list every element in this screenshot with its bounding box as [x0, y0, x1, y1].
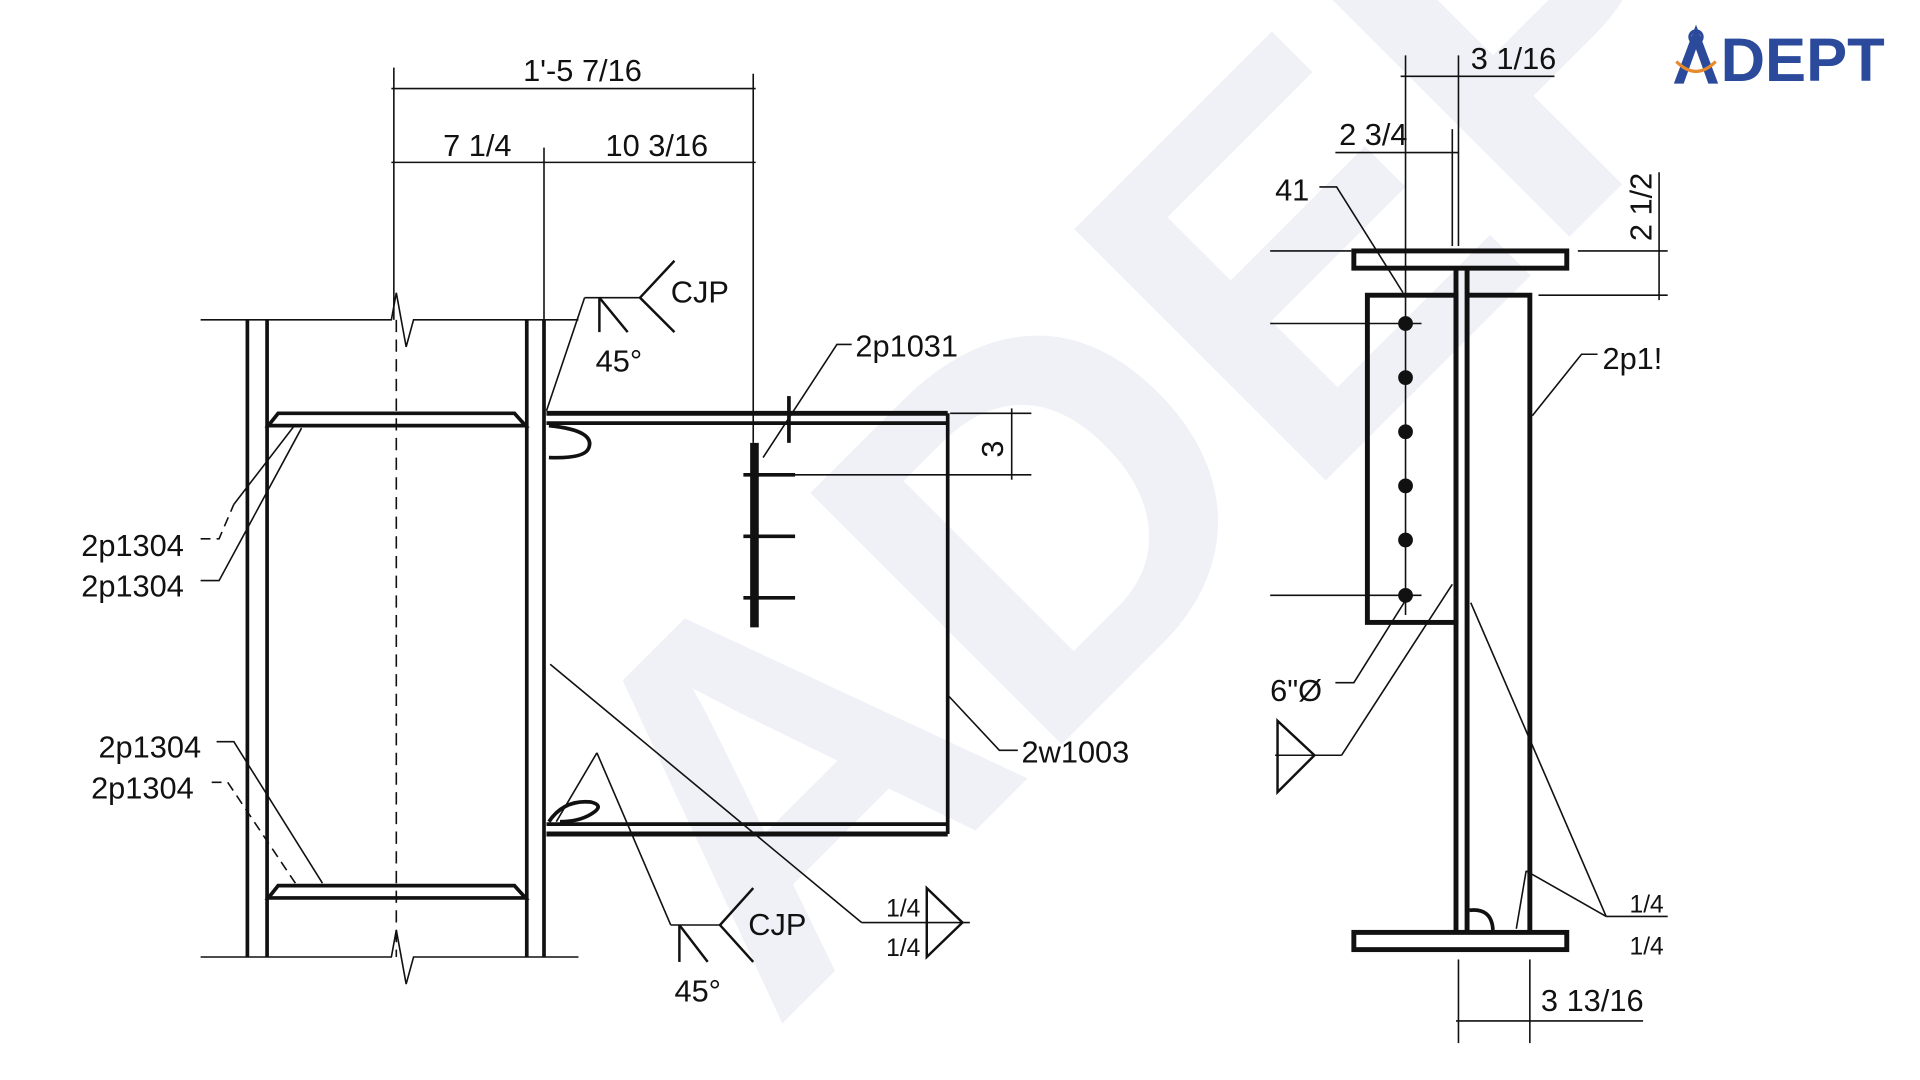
label-stiffener-3: 2p1304 — [98, 730, 201, 765]
shear-tab — [1364, 292, 1459, 625]
dim-right: 10 3/16 — [606, 128, 709, 163]
adept-logo: DEPT — [1673, 24, 1885, 95]
dim-overall: 1'-5 7/16 — [523, 53, 642, 88]
stiffener-top — [264, 411, 530, 428]
stiffener-bottom — [264, 883, 530, 900]
section-fillet-top: 1/4 — [1630, 892, 1664, 919]
label-hole: 41 — [1275, 173, 1309, 208]
cjp-top-label: CJP — [671, 275, 729, 310]
top-flange — [1351, 248, 1570, 271]
fillet-bottom-size: 1/4 — [886, 935, 920, 962]
cjp-weld-symbol-bottom — [555, 752, 755, 963]
section-fillet-bottom: 1/4 — [1630, 934, 1664, 961]
dim-bolt-edge: 3 — [975, 440, 1010, 457]
beam-leader — [947, 694, 1018, 752]
cjp-bottom-angle: 45° — [674, 973, 721, 1008]
dim-d1: 3 1/16 — [1471, 41, 1557, 76]
label-plate-top: 2p1031 — [855, 329, 958, 364]
label-bolt: 6"Ø — [1270, 673, 1322, 708]
label-beam: 2w1003 — [1022, 735, 1130, 770]
fillet-weld-symbol-section — [1275, 583, 1668, 931]
dimensions-top — [391, 67, 756, 443]
bottom-flange — [1351, 929, 1570, 953]
section-view: 3 1/16 2 3/4 2 1/2 3 13/16 41 2p1! 6"Ø 1… — [1270, 41, 1668, 1044]
label-stiffener-1: 2p1304 — [81, 528, 184, 563]
cjp-bottom-label: CJP — [748, 907, 806, 942]
label-stiffener-2: 2p1304 — [81, 569, 184, 604]
stiffener-section — [1467, 292, 1533, 933]
dim-d4: 3 13/16 — [1541, 983, 1644, 1018]
cjp-top-angle: 45° — [596, 343, 643, 378]
dim-d2: 2 3/4 — [1339, 117, 1407, 152]
stiffener-leaders — [200, 423, 324, 884]
fillet-top-size: 1/4 — [886, 895, 920, 922]
cjp-weld-symbol-top — [545, 259, 676, 412]
dim-left: 7 1/4 — [443, 128, 511, 163]
elevation-view: 2p1031 1'-5 7/16 7 1/4 10 3/16 3 CJP 45° — [81, 53, 1129, 1008]
beam — [546, 410, 950, 837]
dim-d3: 2 1/2 — [1624, 173, 1659, 241]
fillet-weld-symbol — [549, 663, 970, 960]
dim-bolt-edge-lines — [763, 408, 1032, 480]
bolts — [1398, 316, 1413, 603]
svg-text:DEPT: DEPT — [1721, 26, 1885, 95]
label-plate: 2p1! — [1602, 341, 1662, 376]
label-stiffener-4: 2p1304 — [91, 770, 194, 805]
